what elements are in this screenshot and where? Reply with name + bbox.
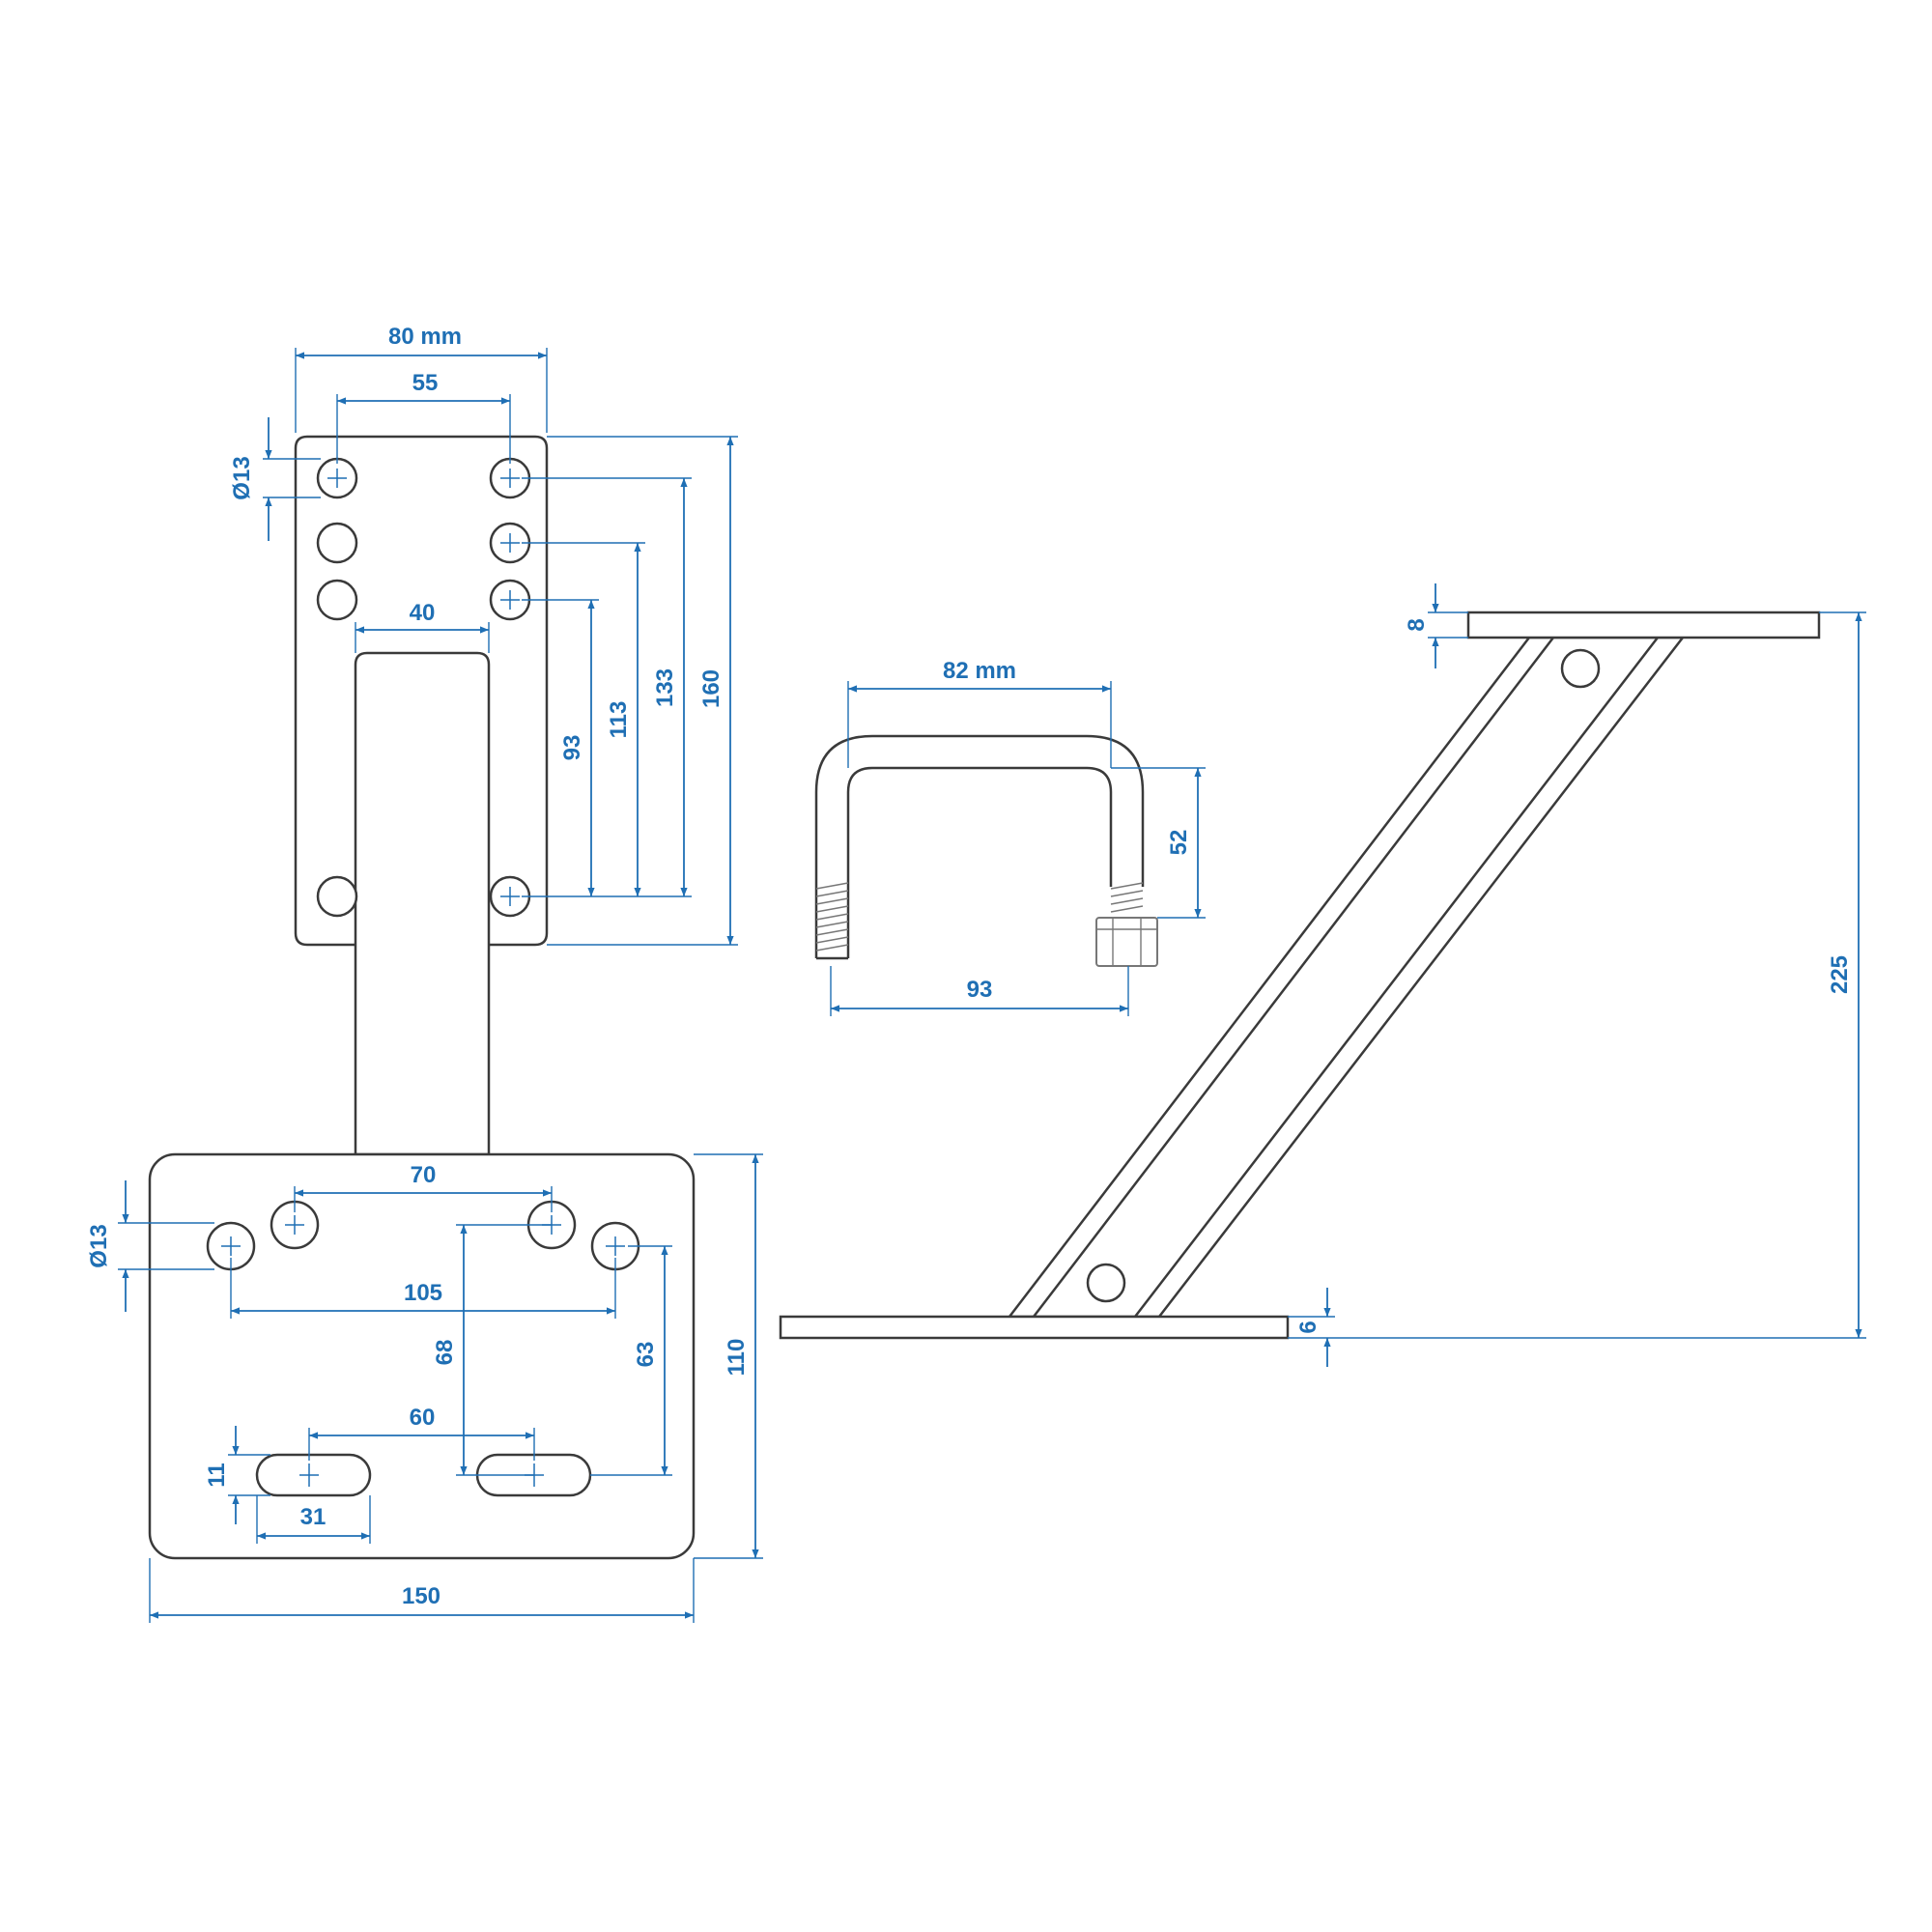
label-top-plate-width: 80 mm	[388, 324, 462, 350]
label-ubolt-outer-width: 93	[967, 977, 993, 1003]
label-hole-spacing-113: 113	[606, 701, 632, 739]
dim-base-vertical-63: 63	[590, 1245, 672, 1476]
label-base-outer-hole-spacing: 105	[404, 1280, 442, 1306]
column	[354, 651, 491, 1156]
dim-ubolt-leg-length: 52	[1111, 767, 1206, 919]
bottom-flange	[779, 1315, 1290, 1340]
label-base-vertical-68: 68	[432, 1340, 458, 1366]
strut-inner-line-1	[1033, 637, 1554, 1318]
dim-top-hole-spacing: 55	[336, 370, 511, 464]
label-slot-spacing: 60	[410, 1405, 436, 1431]
u-bolt-nut	[1095, 917, 1158, 967]
dim-slot-spacing: 60	[308, 1405, 535, 1461]
front-view	[148, 435, 696, 1560]
label-top-hole-diameter: Ø13	[229, 456, 255, 499]
dim-hole-spacing-93: 93	[522, 599, 599, 897]
label-hole-spacing-93: 93	[559, 735, 585, 761]
dim-base-outer-hole-spacing: 105	[230, 1258, 616, 1319]
top-hole-left-2	[316, 522, 358, 564]
label-base-plate-width: 150	[402, 1583, 440, 1609]
label-bottom-flange-thickness: 6	[1295, 1321, 1321, 1333]
u-bolt-thread-right	[1110, 882, 1144, 913]
side-view	[779, 611, 1821, 1340]
strut-hole-bottom	[1086, 1263, 1126, 1303]
u-bolt	[814, 734, 1158, 967]
label-ubolt-leg-length: 52	[1166, 830, 1192, 856]
dim-hole-spacing-113: 113	[522, 542, 645, 897]
base-plate	[148, 1152, 696, 1560]
top-flange	[1466, 611, 1821, 639]
label-base-vertical-63: 63	[633, 1342, 659, 1368]
label-slot-length: 31	[300, 1504, 327, 1530]
strut-inner-line-2	[1134, 637, 1659, 1318]
dim-ubolt-inner-width: 82 mm	[847, 658, 1112, 768]
dim-top-flange-thickness: 8	[1404, 583, 1468, 668]
dim-bottom-flange-thickness: 6	[1288, 1288, 1335, 1367]
label-base-hole-diameter: Ø13	[86, 1224, 112, 1267]
label-ubolt-inner-width: 82 mm	[943, 658, 1016, 684]
dim-top-plate-width: 80 mm	[295, 324, 548, 433]
label-hole-spacing-133: 133	[652, 668, 678, 707]
dim-total-height: 225	[1335, 611, 1866, 1339]
dim-hole-spacing-133: 133	[522, 477, 692, 897]
dim-slot-width: 11	[204, 1426, 270, 1524]
label-top-plate-height: 160	[698, 669, 724, 708]
top-hole-centerlines	[327, 469, 520, 906]
label-base-plate-height: 110	[724, 1339, 750, 1377]
top-plate	[294, 435, 549, 947]
dim-slot-length: 31	[256, 1495, 371, 1544]
u-bolt-body	[814, 734, 1145, 958]
u-bolt-body-inner	[846, 766, 1113, 887]
dim-column-width: 40	[355, 600, 490, 653]
u-bolt-thread-left	[815, 882, 849, 952]
label-total-height: 225	[1827, 955, 1853, 994]
dim-base-upper-hole-spacing: 70	[294, 1162, 553, 1212]
top-hole-left-4	[316, 875, 358, 918]
dim-base-plate-height: 110	[694, 1153, 763, 1559]
label-base-upper-hole-spacing: 70	[411, 1162, 437, 1188]
dim-base-plate-width: 150	[149, 1558, 695, 1623]
strut-hole-top	[1560, 648, 1601, 689]
dim-base-hole-diameter: Ø13	[86, 1180, 214, 1312]
dim-top-hole-diameter: Ø13	[229, 417, 321, 541]
label-top-hole-spacing: 55	[412, 370, 439, 396]
dim-ubolt-outer-width: 93	[830, 966, 1129, 1016]
dim-top-plate-height: 160	[547, 436, 738, 946]
label-top-flange-thickness: 8	[1404, 618, 1430, 631]
top-hole-left-3	[316, 579, 358, 621]
label-slot-width: 11	[204, 1463, 230, 1487]
label-column-width: 40	[410, 600, 436, 626]
